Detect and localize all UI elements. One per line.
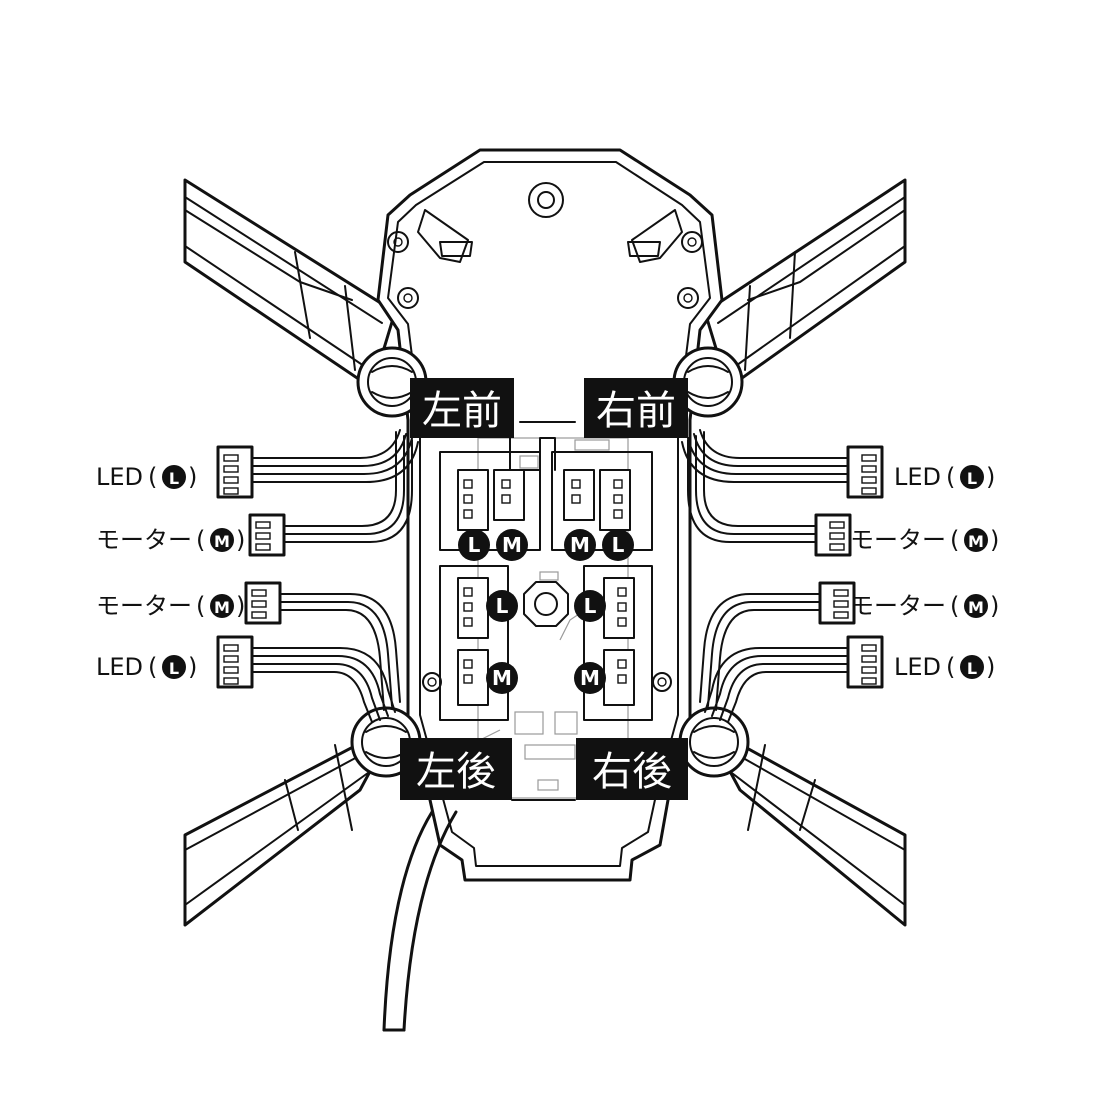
svg-text:(: ( [946, 463, 955, 491]
arm-rear-right [703, 723, 907, 927]
wire-label-right-top-motor: モーター ( M ) [850, 526, 999, 554]
svg-text:LED: LED [96, 463, 143, 491]
wire-label-left-top-motor: モーター ( M ) [96, 526, 245, 554]
svg-text:モーター: モーター [96, 526, 192, 554]
svg-text:(: ( [148, 463, 157, 491]
svg-text:モーター: モーター [96, 592, 192, 620]
svg-text:): ) [986, 653, 995, 681]
wire-label-left-bottom-led: LED ( L ) [96, 653, 197, 681]
arm-front-left [183, 178, 397, 390]
svg-text:M: M [492, 666, 512, 690]
motor-connector-icon [818, 581, 856, 625]
svg-text:モーター: モーター [850, 526, 946, 554]
led-connector-icon [216, 445, 254, 499]
motor-connector-icon [248, 513, 286, 557]
wires-right [681, 429, 849, 723]
svg-text:左前: 左前 [422, 388, 502, 434]
port-badge-front-left-led: L [458, 529, 490, 561]
svg-text:LED: LED [894, 463, 941, 491]
svg-text:): ) [990, 592, 999, 620]
port-group-front-left [439, 451, 541, 551]
wire-label-right-bottom-motor: モーター ( M ) [850, 592, 999, 620]
port-group-rear-left [439, 565, 509, 721]
svg-text:L: L [169, 659, 179, 678]
svg-text:M: M [502, 533, 522, 557]
svg-text:M: M [968, 532, 984, 551]
led-connector-icon [846, 635, 884, 689]
svg-text:(: ( [950, 592, 959, 620]
svg-text:M: M [214, 598, 230, 617]
wire-label-left-top-led: LED ( L ) [96, 463, 197, 491]
port-badge-front-left-motor: M [496, 529, 528, 561]
led-connector-icon [846, 445, 884, 499]
camera-mount-icon [528, 182, 564, 218]
wire-label-right-bottom-led: LED ( L ) [894, 653, 995, 681]
svg-text:): ) [236, 592, 245, 620]
port-badge-front-right-motor: M [564, 529, 596, 561]
motor-hub-rear-right [678, 706, 750, 778]
svg-text:(: ( [196, 592, 205, 620]
port-group-rear-right [583, 565, 653, 721]
svg-text:M: M [214, 532, 230, 551]
svg-text:右前: 右前 [596, 388, 676, 434]
motor-connector-icon [814, 513, 852, 557]
svg-text:): ) [990, 526, 999, 554]
svg-text:L: L [496, 594, 509, 618]
port-badge-rear-left-led: L [486, 590, 518, 622]
arm-rear-left [183, 723, 397, 927]
svg-text:モーター: モーター [850, 592, 946, 620]
wire-label-right-top-led: LED ( L ) [894, 463, 995, 491]
svg-text:): ) [188, 463, 197, 491]
svg-text:L: L [468, 533, 481, 557]
port-group-front-right [551, 451, 653, 551]
corner-label-front-right: 右前 [584, 378, 688, 438]
wires-left [251, 429, 419, 723]
corner-label-rear-right: 右後 [576, 738, 688, 800]
corner-label-rear-left: 左後 [400, 738, 512, 800]
svg-text:(: ( [950, 526, 959, 554]
tail-cable [382, 810, 458, 1032]
svg-text:L: L [967, 469, 977, 488]
svg-text:): ) [236, 526, 245, 554]
svg-text:): ) [986, 463, 995, 491]
svg-text:LED: LED [96, 653, 143, 681]
arm-front-right [703, 178, 907, 390]
svg-text:): ) [188, 653, 197, 681]
svg-text:M: M [580, 666, 600, 690]
svg-text:L: L [612, 533, 625, 557]
led-connector-icon [216, 635, 254, 689]
svg-text:L: L [169, 469, 179, 488]
svg-text:(: ( [148, 653, 157, 681]
svg-text:M: M [968, 598, 984, 617]
wire-label-left-bottom-motor: モーター ( M ) [96, 592, 245, 620]
svg-text:左後: 左後 [416, 749, 496, 795]
svg-text:(: ( [196, 526, 205, 554]
svg-text:(: ( [946, 653, 955, 681]
corner-label-front-left: 左前 [410, 378, 514, 438]
port-badge-front-right-led: L [602, 529, 634, 561]
port-badge-rear-right-led: L [574, 590, 606, 622]
svg-text:L: L [967, 659, 977, 678]
svg-text:L: L [584, 594, 597, 618]
motor-connector-icon [244, 581, 282, 625]
svg-text:LED: LED [894, 653, 941, 681]
svg-text:右後: 右後 [592, 749, 672, 795]
port-badge-rear-left-motor: M [486, 662, 518, 694]
motor-hub-front-left [356, 346, 428, 418]
svg-text:M: M [570, 533, 590, 557]
port-badge-rear-right-motor: M [574, 662, 606, 694]
